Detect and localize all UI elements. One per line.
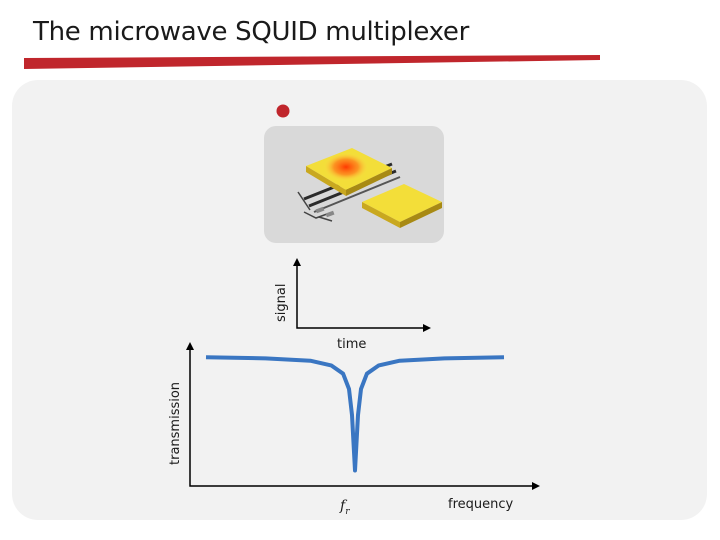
transmission-axis-label: transmission [168, 381, 183, 465]
signal-axes [293, 258, 431, 332]
frequency-axis-label: frequency [448, 497, 514, 512]
title-underline-bar [24, 55, 600, 69]
plot-axes [189, 346, 532, 487]
resonance-plot [186, 342, 540, 490]
squid-chip-icon [297, 148, 442, 228]
red-dot-icon [276, 104, 290, 118]
x-axis-arrow [532, 482, 540, 490]
signal-axis-label: signal [274, 283, 289, 322]
slide-title: The microwave SQUID multiplexer [33, 17, 469, 47]
time-axis-label: time [337, 337, 367, 352]
resonance-frequency-label: fr [340, 498, 350, 517]
y-axis-arrow [186, 342, 194, 350]
resonance-curve [205, 355, 505, 473]
device-illustration-box [264, 126, 444, 243]
